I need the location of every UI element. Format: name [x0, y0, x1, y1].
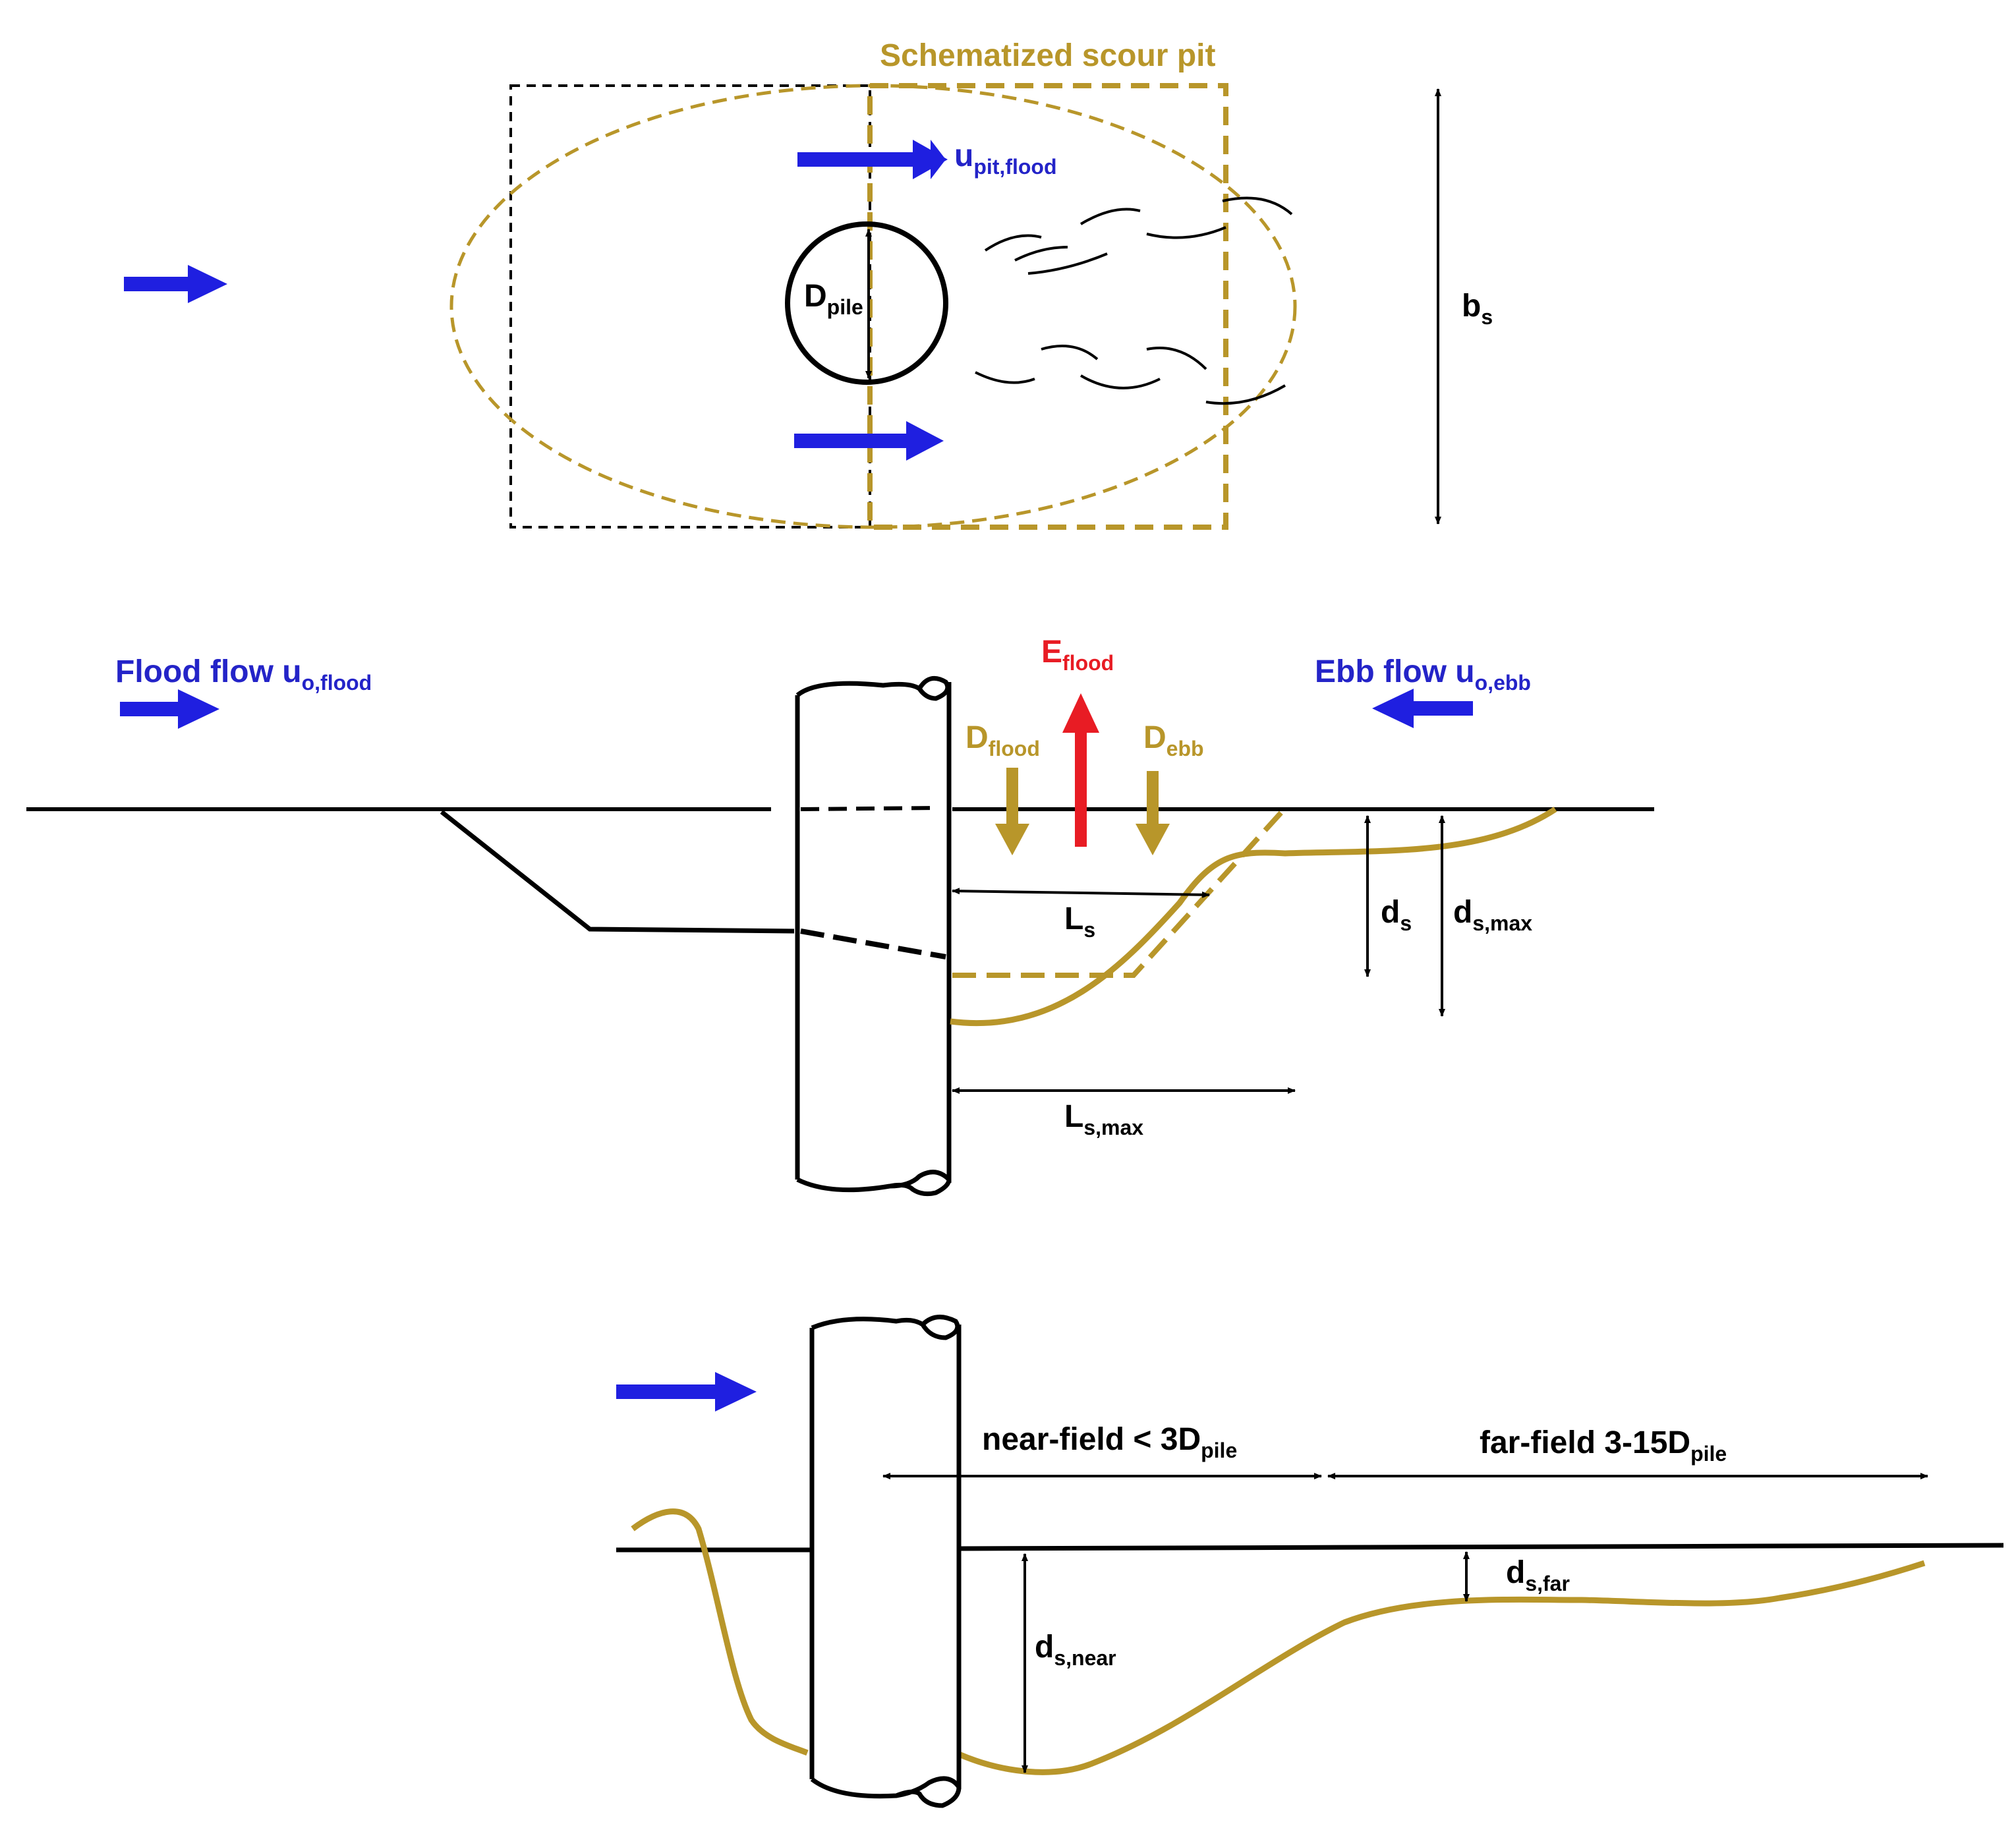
field-flow-arrow [616, 1372, 757, 1412]
upstream-scour-profile [440, 810, 795, 934]
d-flood-label: Dflood [965, 720, 1040, 760]
ls-label: Ls [1064, 901, 1095, 942]
e-flood-label: Eflood [1041, 635, 1114, 675]
plan-flow-arrows [124, 140, 948, 461]
field-downstream-profile [958, 1560, 1926, 1775]
ds-max-label: ds,max [1453, 895, 1532, 935]
far-field-label: far-field 3-15Dpile [1480, 1425, 1727, 1466]
field-bed-line-right [960, 1543, 2004, 1551]
plan-upstream-box [509, 84, 871, 528]
d-flood-arrow [995, 768, 1029, 855]
ds-label: ds [1381, 895, 1412, 935]
flood-flow-arrow [120, 689, 219, 729]
ebb-flow-label: Ebb flow uo,ebb [1315, 654, 1531, 695]
ds-near-label: ds,near [1035, 1630, 1116, 1670]
plan-pit-arrow-bottom [794, 421, 944, 461]
ls-max-label: Ls,max [1064, 1099, 1143, 1139]
scour-pit-ellipse [449, 84, 1297, 529]
d-ebb-label: Debb [1143, 720, 1204, 760]
ebb-flow-arrow [1372, 689, 1473, 728]
field-pile [809, 1315, 962, 1808]
pile-circle [785, 221, 948, 385]
side-view: Flood flow uo,flood Ebb flow uo,ebb Eflo… [26, 635, 1654, 1197]
side-pile [795, 675, 952, 1197]
deposition-arrows [995, 768, 1170, 855]
flood-flow-label: Flood flow uo,flood [115, 654, 372, 695]
field-view: near-field < 3Dpile far-field 3-15Dpile … [616, 1315, 2004, 1808]
plan-approach-arrow [124, 265, 227, 303]
schematized-pit-profile [952, 810, 1284, 978]
e-flood-arrow [1062, 693, 1099, 847]
wake-eddies [975, 196, 1293, 405]
d-pile-label: Dpile [804, 279, 863, 319]
bs-label: bs [1462, 289, 1493, 329]
near-field-label: near-field < 3Dpile [982, 1422, 1237, 1462]
pile-bed-dash-lower [800, 928, 946, 959]
schematized-pit-label: Schematized scour pit [880, 38, 1215, 73]
plan-pit-arrow-top [797, 140, 948, 179]
pile-bed-dash-upper [800, 806, 936, 811]
u-pit-flood-label: upit,flood [954, 138, 1057, 179]
plan-view: Schematized scour pit upit,flood Dpile b… [124, 38, 1493, 530]
ds-far-label: ds,far [1506, 1555, 1570, 1595]
field-upstream-profile [631, 1508, 809, 1756]
d-ebb-arrow [1136, 771, 1170, 855]
ls-arrow [952, 888, 1210, 898]
